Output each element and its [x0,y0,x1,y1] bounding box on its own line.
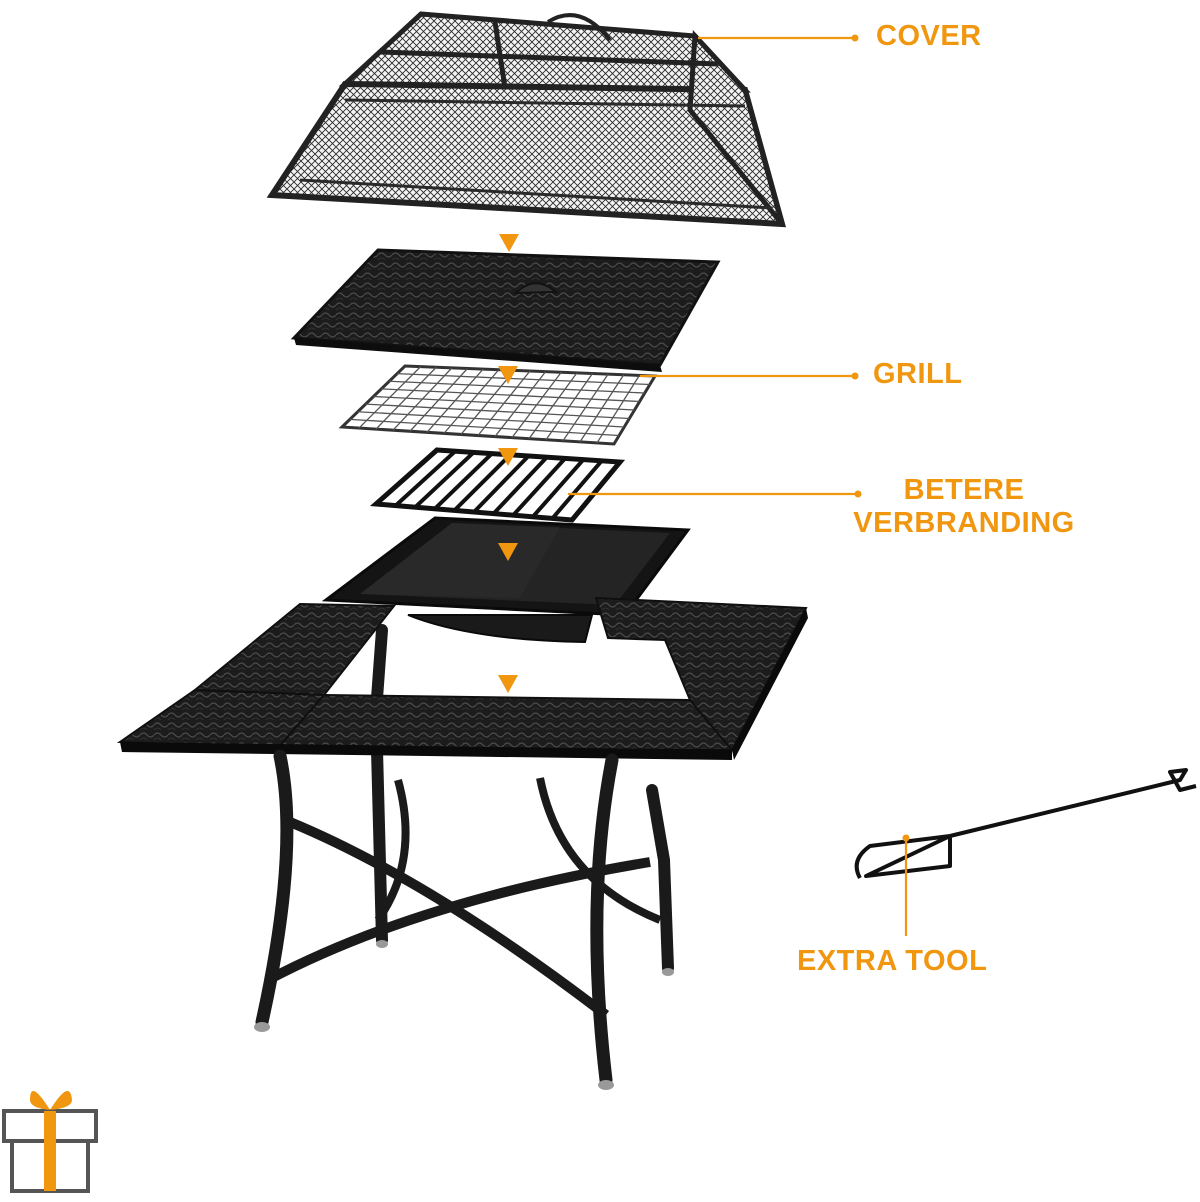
table-top-front-edge [120,742,732,760]
grill-wires [349,366,650,444]
grill-wire [357,411,625,428]
lid-plate-edge [294,338,662,372]
down-triangle-icon [498,448,518,466]
grate-bar [472,454,530,514]
grate-bar [413,450,475,509]
label-better-combustion-line1: BETERE [903,474,1025,506]
lid-plate-knob [513,282,559,295]
leader-extra-tool-dot [902,834,910,842]
grate-bars [394,449,604,520]
poker-tool [854,768,1197,879]
down-triangle-icon [498,675,518,693]
grate-bar [511,457,567,517]
down-triangle-icon [498,366,518,384]
table-brace-3 [374,778,410,923]
leader-cover-dot [851,34,859,42]
foot-back-right [662,968,674,976]
foot-front-left [254,1022,270,1032]
label-better-combustion: BETERE VERBRANDING [834,474,1094,541]
bowl-inner-shadow [360,523,560,598]
grate-bar [452,453,512,512]
grate-bar [433,452,494,511]
table-brace-4 [536,777,662,924]
leader-grill-dot [851,372,859,380]
table-leg-back-right [646,784,674,974]
bowl-bottom [407,614,594,644]
leader-better-combustion-dot [854,490,862,498]
fire-bowl [321,516,691,644]
grate-bar [531,458,585,519]
cover-cross-bars [379,21,719,89]
label-leader-lines [568,34,910,936]
grate-bar [550,459,604,520]
grill-wire [373,395,635,411]
label-cover: COVER [876,20,982,52]
table [116,596,808,1090]
label-grill: GRILL [873,358,963,390]
charcoal-grate [369,447,626,523]
assembly-arrows [498,234,519,693]
gift-icon [2,1091,98,1193]
lid-plate [290,248,721,372]
table-top-left-back [192,602,397,697]
grill-wire [349,418,620,437]
grill-wire [389,380,645,394]
label-better-combustion-line2: VERBRANDING [853,507,1075,540]
table-leg-front-right [590,753,619,1087]
grate-frame [369,447,626,523]
cover-inner-frame [299,98,773,210]
table-top-front [275,693,735,752]
cover-handle [546,13,612,42]
down-triangle-icon [499,234,519,252]
grill-wire [381,388,640,403]
table-leg-back-left [369,624,388,946]
grill-wire [365,403,630,420]
foot-back-left [376,940,388,948]
down-triangle-icon [498,543,518,561]
cover-side-panel [687,30,785,226]
grate-bar [394,449,457,508]
table-brace-1 [288,817,610,1019]
grill-wire [397,372,650,386]
mesh-cover [266,11,787,228]
grate-bar [492,455,549,515]
table-top-right-edge [732,608,808,760]
foot-front-right [598,1080,614,1090]
label-extra-tool: EXTRA TOOL [797,945,988,977]
cooking-grill [338,364,658,446]
grill-frame [338,364,658,446]
